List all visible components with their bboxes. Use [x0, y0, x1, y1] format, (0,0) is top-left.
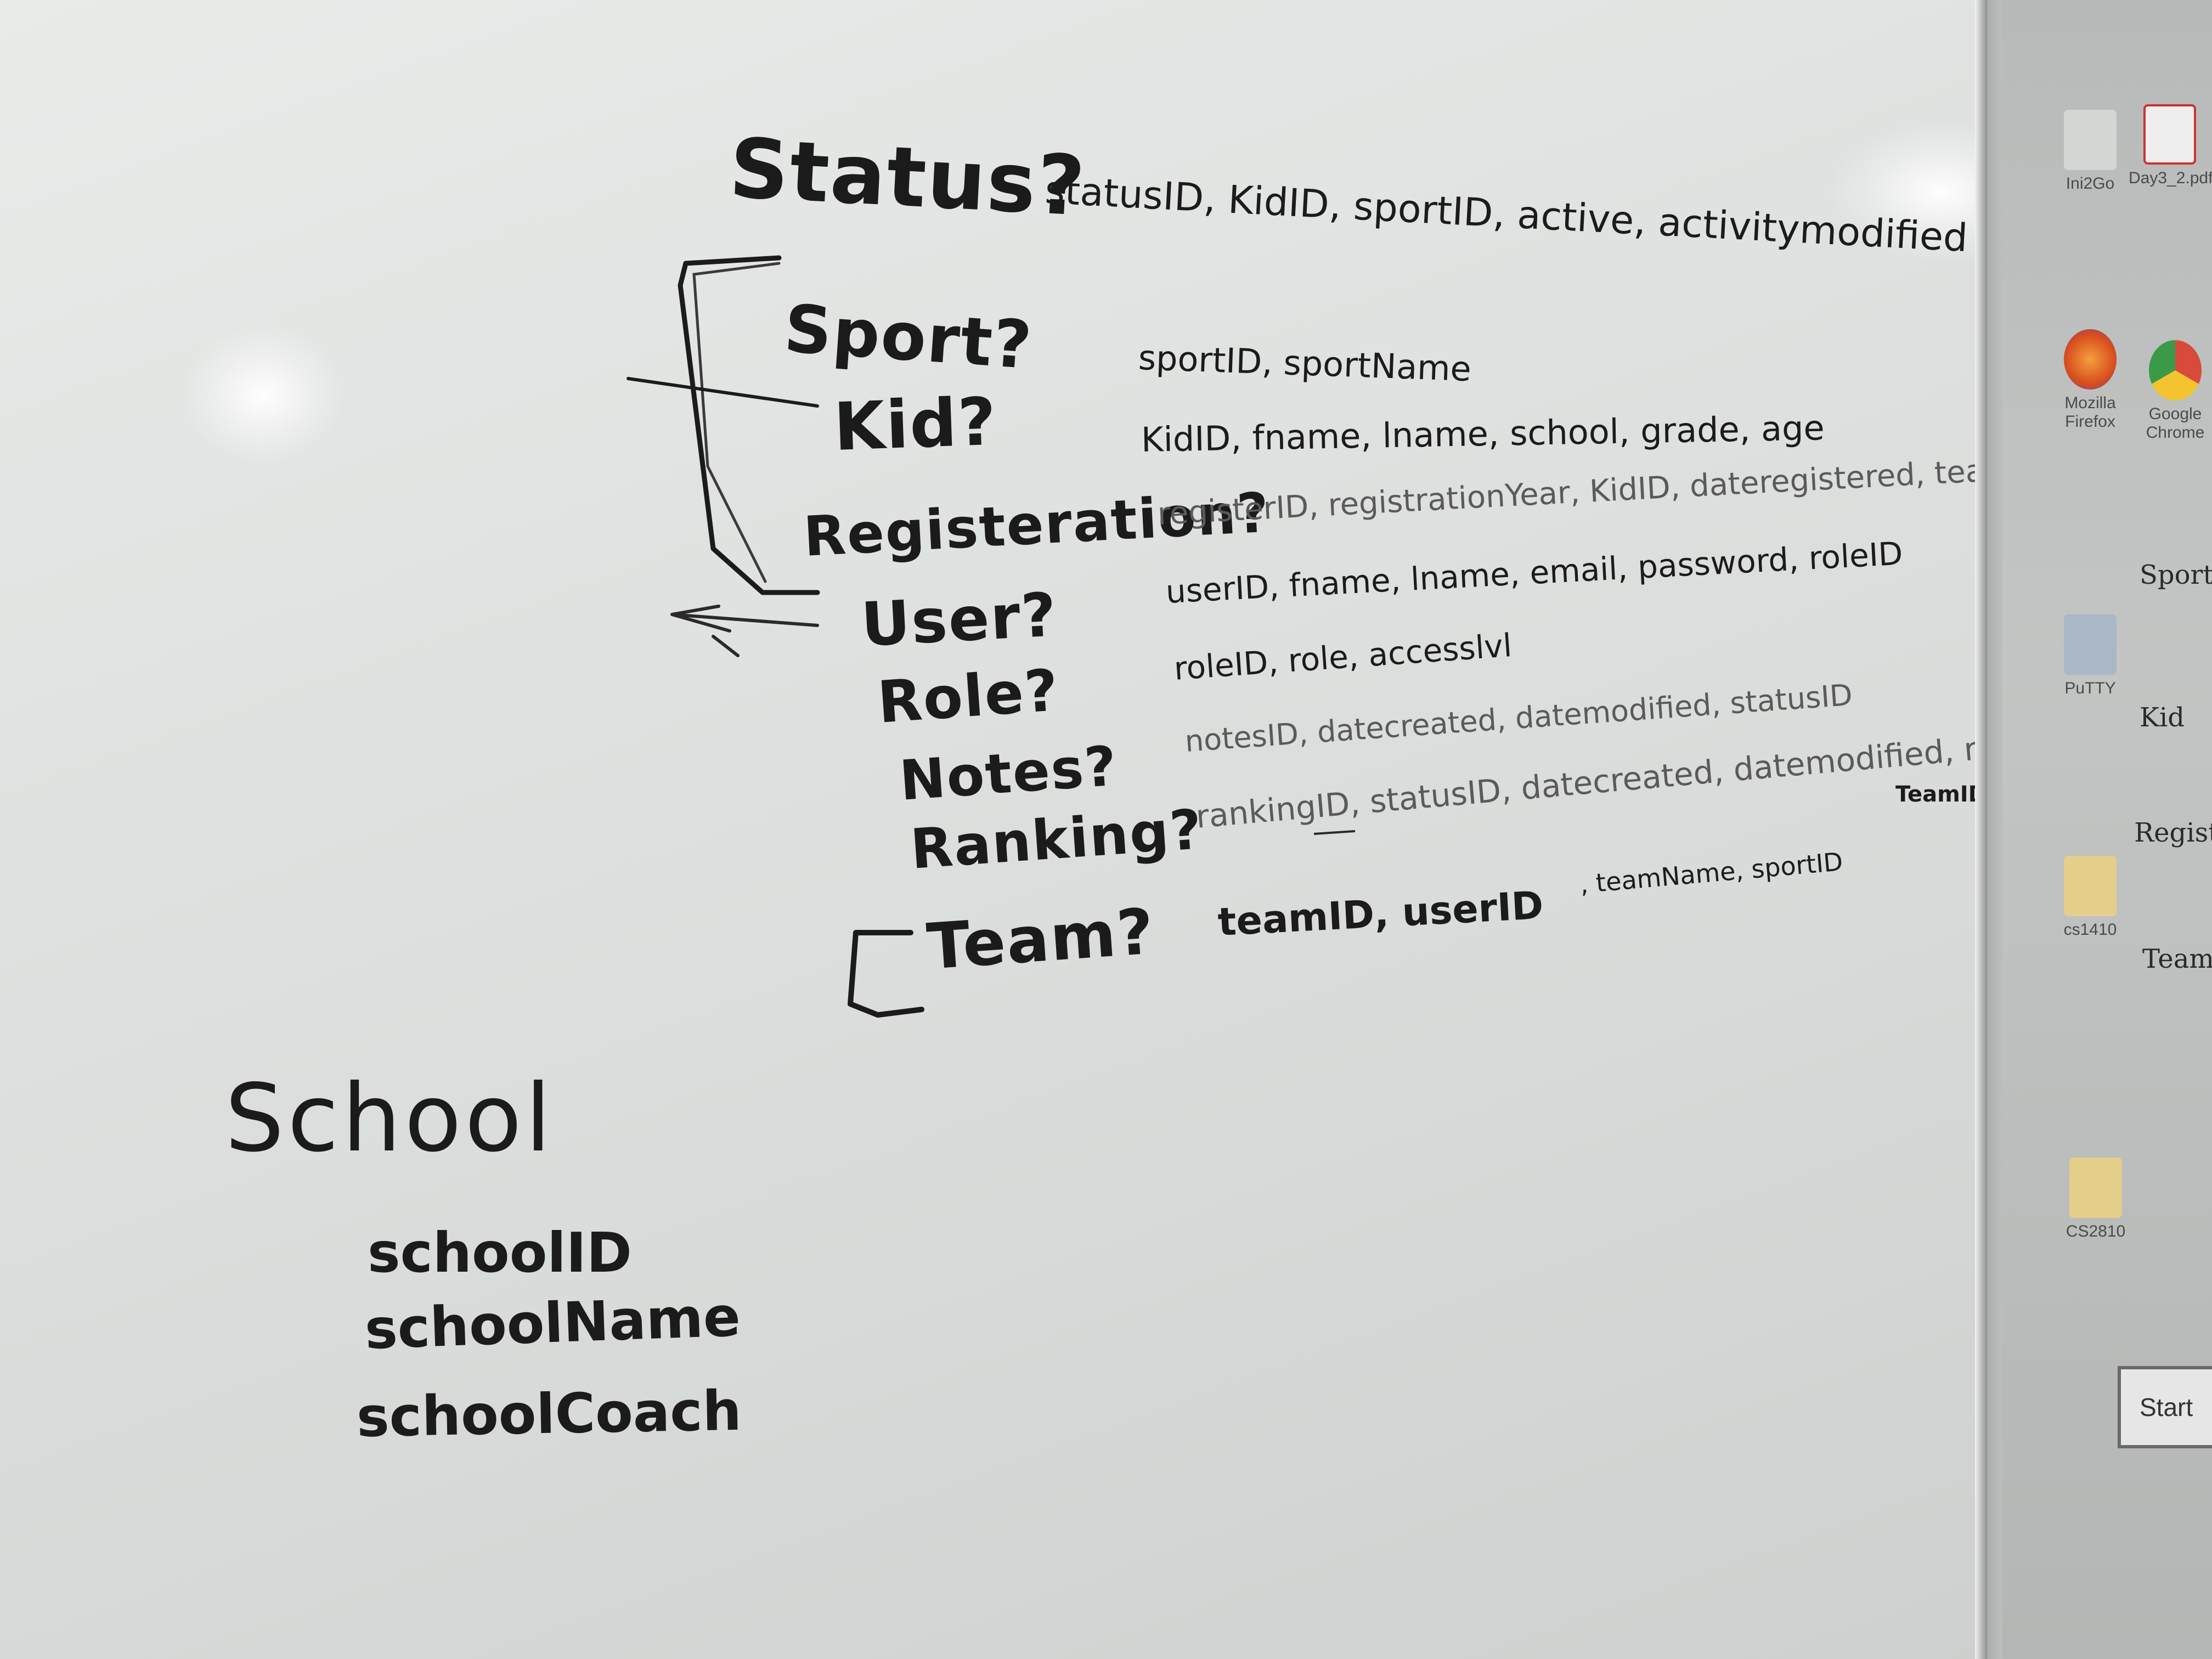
chrome-icon: [2149, 340, 2202, 400]
team-bracket: [848, 930, 924, 1018]
frame-edge: [1975, 0, 1987, 1659]
entity-kid: Kid?: [832, 383, 998, 466]
pdf-icon: [2143, 104, 2196, 165]
entity-status: Status?: [727, 121, 1088, 235]
desktop-note-kid: Kid: [2140, 702, 2185, 733]
school-field-name: schoolName: [363, 1284, 742, 1362]
app-icon: [2064, 110, 2117, 170]
school-field-id: schoolID: [368, 1221, 632, 1285]
desktop-icon-label: Mozilla Firefox: [2064, 394, 2116, 431]
desktop-icon-putty[interactable]: PuTTY: [2049, 614, 2131, 698]
desktop-icon-ini2go[interactable]: Ini2Go: [2049, 110, 2131, 193]
firefox-icon: [2064, 329, 2117, 390]
folder-icon: [2064, 856, 2117, 916]
bracket-stroke: [678, 255, 820, 595]
desktop-icon-label: Google Chrome: [2146, 405, 2205, 442]
desktop-note-registr: Registr: [2134, 817, 2212, 848]
desktop-icon-chrome[interactable]: Google Chrome: [2134, 340, 2212, 442]
whiteboard: Status? statusID, KidID, sportID, active…: [0, 0, 2068, 1659]
desktop-note-team: Team: [2142, 944, 2212, 974]
desktop-icon-cs2810[interactable]: CS2810: [2055, 1158, 2137, 1241]
school-title: School: [225, 1064, 555, 1173]
desktop-icon-firefox[interactable]: Mozilla Firefox: [2049, 329, 2131, 431]
relation-arrow: [670, 605, 819, 657]
desktop-icon-label: PuTTY: [2064, 679, 2116, 697]
light-glare: [181, 324, 346, 466]
folder-icon: [2069, 1158, 2122, 1218]
putty-icon: [2064, 614, 2117, 675]
desktop-icon-label: CS2810: [2066, 1222, 2126, 1240]
relation-line: [627, 377, 819, 408]
start-button[interactable]: Start: [2118, 1366, 2212, 1448]
desktop-icon-pdf[interactable]: Day3_2.pdf: [2129, 104, 2212, 188]
bracket-stroke-inner: [692, 262, 781, 583]
desktop-icon-label: Day3_2.pdf: [2129, 169, 2212, 187]
desktop-note-sport: Sport: [2140, 560, 2212, 590]
desktop-icon-cs1410[interactable]: cs1410: [2049, 856, 2131, 939]
desktop-icon-label: cs1410: [2063, 921, 2117, 939]
entity-user: User?: [859, 579, 1059, 660]
entity-role: Role?: [875, 657, 1062, 736]
school-field-coach: schoolCoach: [356, 1378, 742, 1449]
marker-strokes: [627, 255, 1356, 1018]
desktop-icon-label: Ini2Go: [2066, 174, 2115, 193]
underline-id: [1313, 830, 1356, 835]
fields-ranking-extra: TeamID: [1895, 782, 1987, 807]
